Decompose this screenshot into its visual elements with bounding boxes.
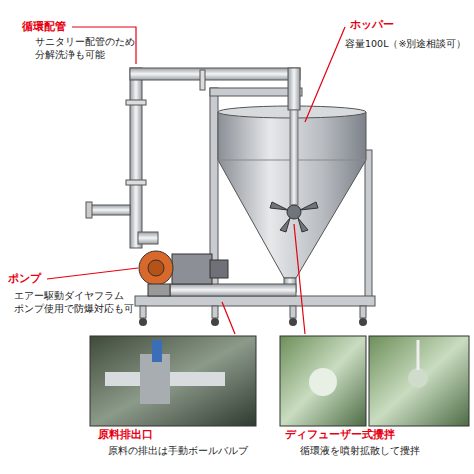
note-text: サニタリー配管のため xyxy=(35,36,135,47)
note-text: 原料の排出は手動ボールバルブ xyxy=(108,445,248,456)
note-text: ポンプ使用で防爆対応も可 xyxy=(14,303,134,314)
leader-lines xyxy=(47,27,345,334)
note-text: 容量100L（※別途相談可） xyxy=(345,38,466,49)
hopper xyxy=(218,106,366,292)
note-text: 循環液を噴射拡散して攪拌 xyxy=(300,445,420,456)
pump xyxy=(139,251,228,296)
section-heading: 循環配管 xyxy=(22,20,66,33)
section-heading: ポンプ xyxy=(8,272,41,285)
section-heading: ディフューザー式攪拌 xyxy=(285,428,395,441)
frame xyxy=(135,88,375,318)
photo-diffuser xyxy=(280,336,469,426)
section-heading: 原料排出口 xyxy=(98,428,153,441)
section-heading: ホッパー xyxy=(350,18,394,31)
note-text: 分解洗浄も可能 xyxy=(35,49,105,60)
note-text: エアー駆動ダイヤフラム xyxy=(14,290,124,301)
casters xyxy=(139,318,367,326)
photo-valve xyxy=(90,336,256,426)
circulation-pipe xyxy=(86,68,300,296)
